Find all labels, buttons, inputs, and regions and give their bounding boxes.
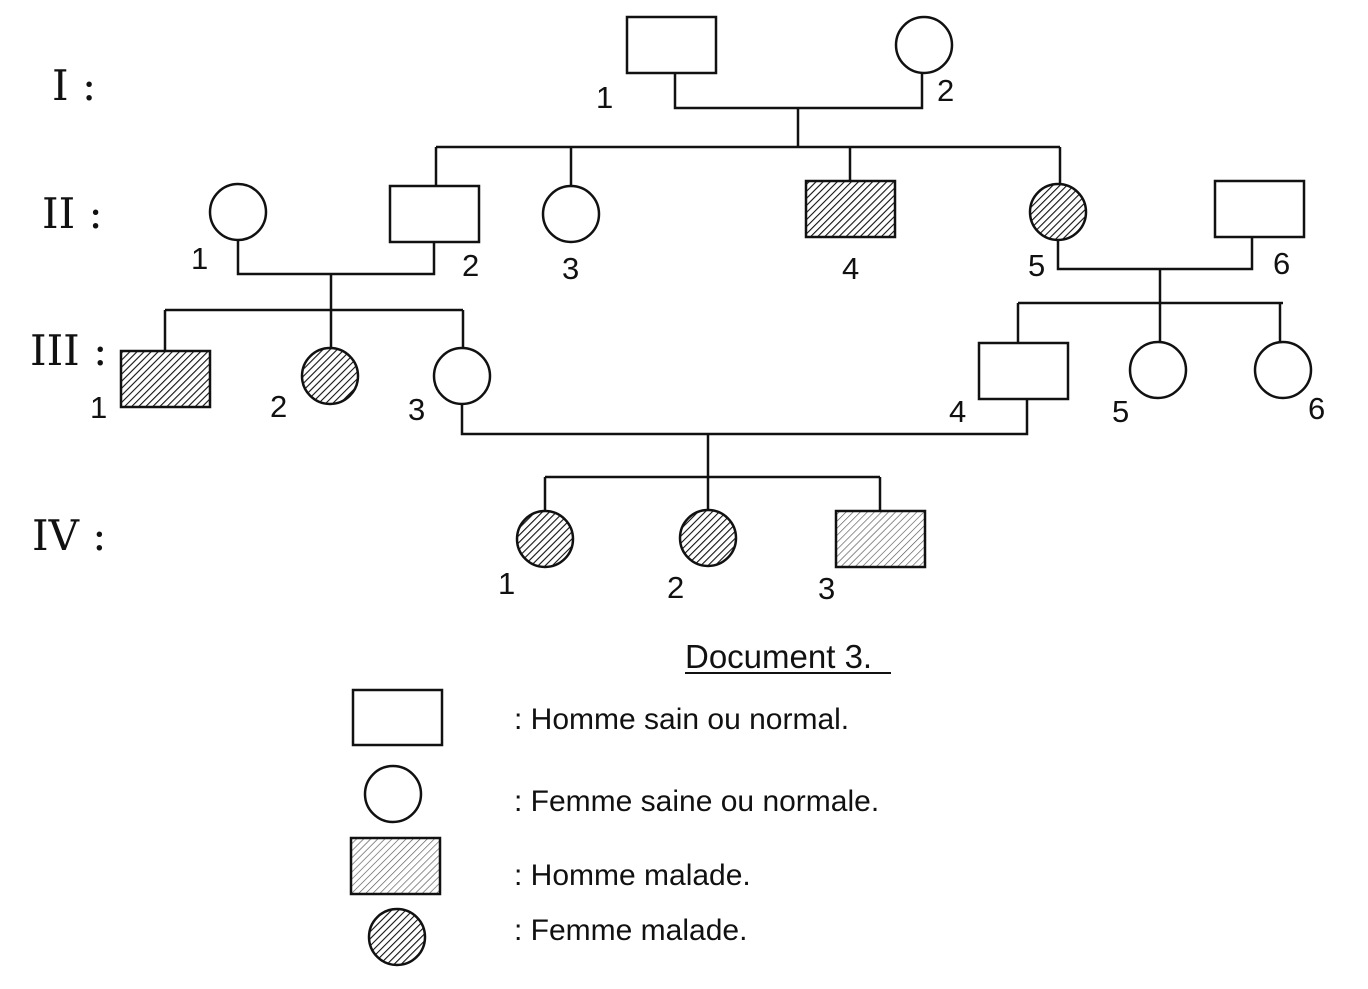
individual-II-4-male-affected [804, 179, 897, 239]
couple-line-II-1-2 [236, 240, 436, 276]
label-II-2: 2 [462, 248, 479, 283]
label-IV-1: 1 [498, 566, 515, 601]
label-III-5: 5 [1112, 394, 1129, 429]
label-II-1: 1 [191, 241, 208, 276]
label-I-2: 2 [937, 73, 954, 108]
legend-text-male-healthy: : Homme sain ou normal. [514, 703, 849, 736]
legend-symbol-female-healthy [363, 764, 423, 824]
individual-III-5-female-healthy [1128, 340, 1188, 400]
individual-IV-3-male-affected [834, 509, 927, 569]
individual-III-6-female-healthy [1253, 340, 1313, 400]
label-III-3: 3 [408, 392, 425, 427]
label-II-5: 5 [1028, 248, 1045, 283]
individual-II-6-male-healthy [1213, 179, 1306, 239]
legend-symbol-male-affected [349, 836, 442, 896]
label-III-4: 4 [949, 394, 966, 429]
individual-II-5-female-affected [1028, 182, 1088, 242]
individual-III-4-male-healthy [977, 341, 1070, 401]
label-III-6: 6 [1308, 391, 1325, 426]
individual-II-3-female-healthy [541, 184, 601, 244]
individual-II-2-male-healthy [388, 184, 481, 244]
individual-IV-2-female-affected [678, 508, 738, 568]
label-IV-2: 2 [667, 570, 684, 605]
document-title: Document 3. [685, 638, 872, 675]
legend-text-female-healthy: : Femme saine ou normale. [514, 785, 879, 818]
legend-text-male-affected: : Homme malade. [514, 859, 751, 892]
pedigree-lines [163, 73, 1283, 511]
individual-I-1-male-healthy [625, 15, 718, 75]
couple-line-II-5-6 [1056, 237, 1254, 271]
label-III-2: 2 [270, 389, 287, 424]
individual-III-1-male-affected [119, 349, 212, 409]
label-I-1: 1 [596, 80, 613, 115]
individual-III-3-female-healthy [432, 346, 492, 406]
individual-I-2-female-healthy [894, 15, 954, 75]
individual-IV-1-female-affected [515, 509, 575, 569]
individual-III-2-female-affected [300, 346, 360, 406]
label-II-3: 3 [562, 251, 579, 286]
generation-label-3: III : [30, 326, 107, 375]
label-III-1: 1 [90, 390, 107, 425]
generation-label-2: II : [42, 189, 103, 238]
legend-symbol-female-affected [367, 907, 427, 967]
label-IV-3: 3 [818, 571, 835, 606]
generation-label-1: I : [52, 61, 96, 110]
individual-II-1-female-healthy [208, 182, 268, 242]
couple-line-I [673, 73, 924, 110]
legend-text-female-affected: : Femme malade. [514, 914, 747, 947]
label-II-4: 4 [842, 251, 859, 286]
generation-label-4: IV : [32, 511, 106, 560]
legend: : Homme sain ou normal. : Femme saine ou… [349, 688, 879, 967]
legend-symbol-male-healthy [351, 688, 444, 747]
couple-line-III-3-4 [460, 398, 1029, 436]
label-II-6: 6 [1273, 246, 1290, 281]
